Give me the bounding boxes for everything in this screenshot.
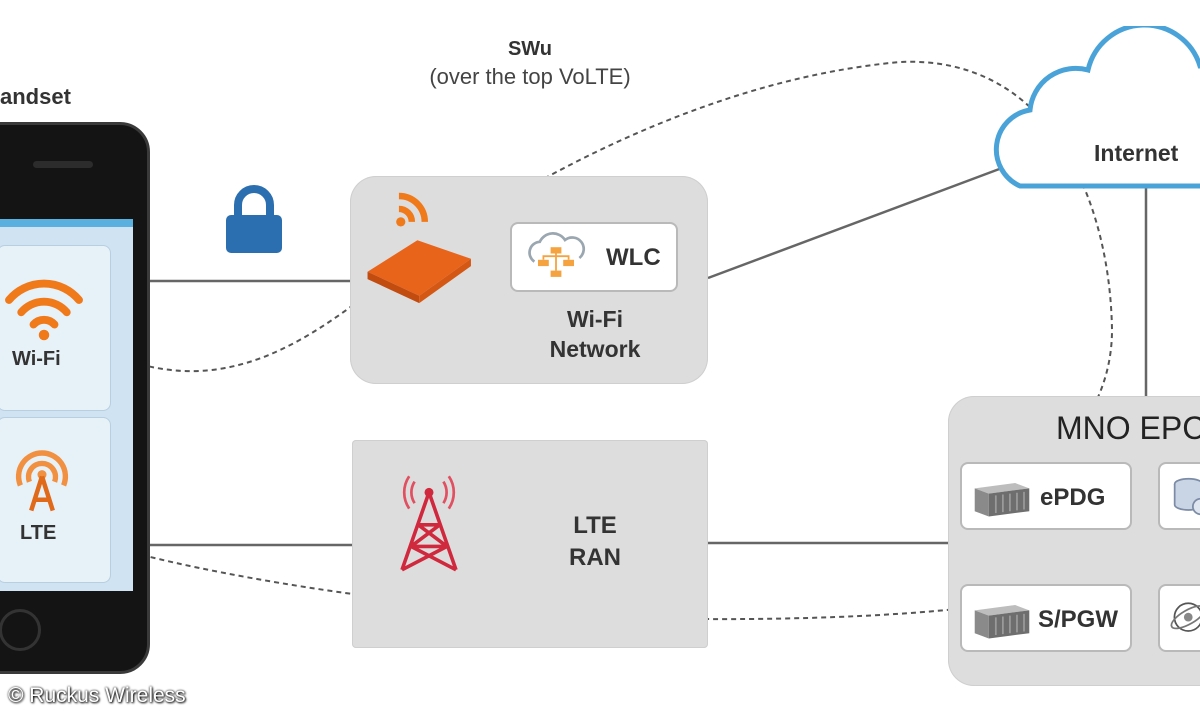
internet-cloud-icon [993,26,1200,189]
database-icon [1173,477,1200,516]
wlc-label: WLC [606,244,661,271]
handset-title: andset [0,84,71,109]
home-button-icon [0,609,41,651]
handset-screen [0,219,133,591]
cell-tower-icon [400,475,458,572]
internet-label: Internet [1094,140,1179,166]
lte-ran-line2: RAN [569,544,621,571]
epc-component-box-top [1158,462,1200,530]
lte-ran-line1: LTE [573,512,617,539]
lte-tile [0,417,111,583]
server-icon [974,483,1030,517]
swu-subtitle: (over the top VoLTE) [429,64,631,89]
copyright-text: © Ruckus Wireless [8,684,186,707]
lte-antenna-icon [15,450,69,512]
handset-speaker-icon [33,161,93,168]
epdg-label: ePDG [1040,484,1106,511]
spgw-label: S/PGW [1038,606,1119,633]
handset [0,122,150,674]
network-globe-icon [1170,602,1200,632]
epc-component-box-bottom [1158,584,1200,652]
wifi-icon [5,279,83,341]
lte-tunnel-path [89,539,966,621]
swu-title: SWu [507,38,553,60]
access-point-icon [367,192,471,304]
swu-tunnel-path [89,60,1114,481]
wifi-network-line2: Network [549,336,641,362]
gateway-server-icon [974,605,1030,639]
wifi-tile [0,245,111,411]
lock-icon [226,185,282,253]
wifi-label: Wi-Fi [12,348,61,370]
mno-epc-title: MNO EPC [1056,410,1200,446]
wlc-cloud-icon [528,232,586,277]
epdg-box: ePDG [960,462,1132,530]
spgw-box: S/PGW [960,584,1132,652]
wifi-network-line1: Wi-Fi [567,306,623,332]
wlc-box: WLC [510,222,678,292]
wifi-to-internet-link [707,166,1003,280]
lte-label: LTE [20,522,57,544]
